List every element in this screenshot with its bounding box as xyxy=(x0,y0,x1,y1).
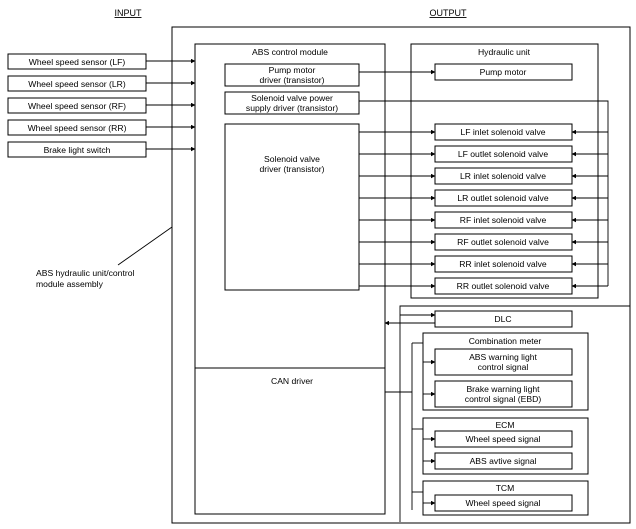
abs-warning-signal-label-1: ABS warning light xyxy=(469,352,537,362)
abs-module-title: ABS control module xyxy=(252,47,328,57)
assembly-leader-line xyxy=(117,226,173,266)
valve-label-rf-inlet: RF inlet solenoid valve xyxy=(460,215,547,225)
pump-driver-box xyxy=(224,63,360,87)
solenoid-driver-label-1: Solenoid valve xyxy=(264,154,320,164)
dlc-label: DLC xyxy=(494,314,511,324)
input-label-brake-switch: Brake light switch xyxy=(44,145,111,155)
input-box-rf xyxy=(7,97,147,114)
pump-driver-label-2: driver (transistor) xyxy=(260,75,325,85)
solenoid-power-driver-label-2: supply driver (transistor) xyxy=(246,103,338,113)
input-wires xyxy=(146,58,196,152)
valve-label-rf-outlet: RF outlet solenoid valve xyxy=(457,237,549,247)
valve-label-lr-outlet: LR outlet solenoid valve xyxy=(457,193,548,203)
ecm: ECM Wheel speed signal ABS avtive signal xyxy=(422,417,589,475)
hydraulic-unit: Hydraulic unit Pump motor LF inlet solen… xyxy=(410,43,599,299)
input-label-rr: Wheel speed sensor (RR) xyxy=(28,123,127,133)
tcm: TCM Wheel speed signal xyxy=(422,480,589,516)
solenoid-driver-label-2: driver (transistor) xyxy=(260,164,325,174)
input-box-rr xyxy=(7,119,147,136)
brake-warning-signal-label-2: control signal (EBD) xyxy=(465,394,542,404)
hydraulic-unit-title: Hydraulic unit xyxy=(478,47,531,57)
combination-meter-title: Combination meter xyxy=(469,336,542,346)
tcm-title: TCM xyxy=(496,483,515,493)
tcm-wheel-speed-label: Wheel speed signal xyxy=(465,498,540,508)
solenoid-driver-box xyxy=(224,123,360,291)
combination-meter: Combination meter ABS warning light cont… xyxy=(422,332,589,411)
valve-label-lr-inlet: LR inlet solenoid valve xyxy=(460,171,546,181)
input-label-lf: Wheel speed sensor (LF) xyxy=(29,57,126,67)
ecm-abs-active-label: ABS avtive signal xyxy=(470,456,537,466)
assembly-label-line1: ABS hydraulic unit/control xyxy=(36,268,134,278)
ecm-title: ECM xyxy=(495,420,514,430)
ecm-wheel-speed-label: Wheel speed signal xyxy=(465,434,540,444)
brake-warning-signal-label-1: Brake warning light xyxy=(466,384,540,394)
abs-warning-signal-label-2: control signal xyxy=(478,362,529,372)
input-box-lf xyxy=(7,53,147,70)
solenoid-power-driver-label-1: Solenoid valve power xyxy=(251,93,333,103)
input-list: Wheel speed sensor (LF) Wheel speed sens… xyxy=(7,53,147,158)
brake-warning-signal-box xyxy=(434,380,573,408)
input-box-lr xyxy=(7,75,147,92)
solenoid-power-driver-box xyxy=(224,91,360,115)
input-header: INPUT xyxy=(115,8,143,18)
solenoid-driver-wires xyxy=(359,129,436,289)
input-box-brake-switch xyxy=(7,141,147,158)
can-driver-label: CAN driver xyxy=(271,376,313,386)
output-header: OUTPUT xyxy=(430,8,468,18)
input-label-lr: Wheel speed sensor (LR) xyxy=(28,79,126,89)
valve-label-rr-outlet: RR outlet solenoid valve xyxy=(457,281,550,291)
input-label-rf: Wheel speed sensor (RF) xyxy=(28,101,126,111)
solenoid-power-bus xyxy=(359,100,609,289)
dlc-box xyxy=(434,310,573,328)
valve-label-lf-outlet: LF outlet solenoid valve xyxy=(458,149,549,159)
valve-label-rr-inlet: RR inlet solenoid valve xyxy=(459,259,547,269)
pump-motor-label: Pump motor xyxy=(480,67,527,77)
valve-label-lf-inlet: LF inlet solenoid valve xyxy=(460,127,545,137)
pump-driver-label-1: Pump motor xyxy=(269,65,316,75)
abs-warning-signal-box xyxy=(434,348,573,376)
abs-control-module: ABS control module Pump motor driver (tr… xyxy=(194,43,386,515)
assembly-label-line2: module assembly xyxy=(36,279,104,289)
dlc-wires xyxy=(384,305,630,522)
can-bus-wires xyxy=(385,342,423,510)
